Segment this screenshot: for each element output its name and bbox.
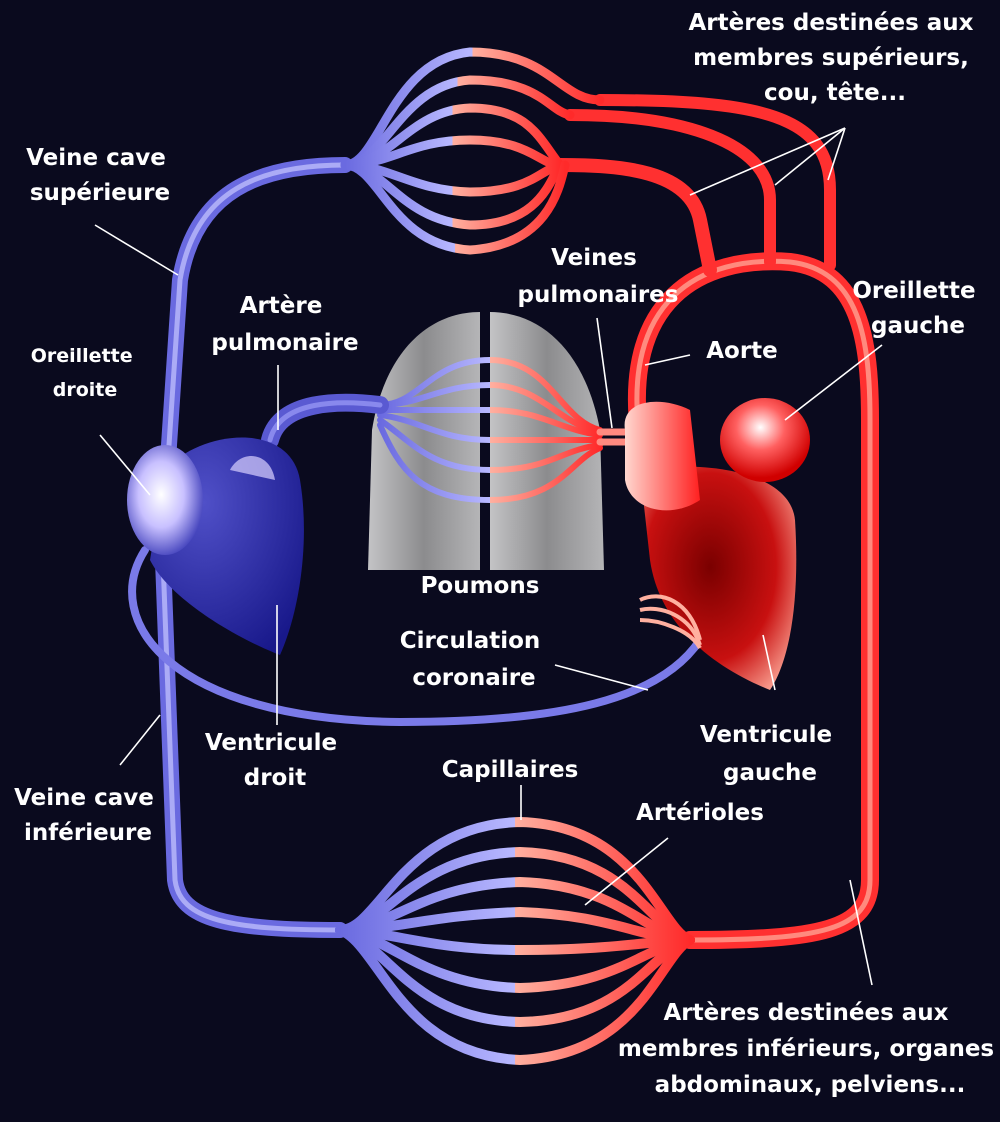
label-aorte: Aorte [706, 338, 778, 364]
label-oreillette-gauche: Oreillette gauche [852, 278, 983, 339]
label-capillaires: Capillaires [442, 757, 579, 783]
label-oreillette-droite: Oreillette droite [31, 345, 140, 401]
label-circulation-coronaire: Circulation coronaire [400, 628, 549, 691]
lungs [368, 312, 604, 570]
label-artere-pulmonaire: Artère pulmonaire [211, 293, 358, 356]
upper-artery-3 [594, 94, 836, 271]
upper-artery-1 [553, 158, 717, 277]
leader-lines [94, 127, 883, 986]
label-arteres-sup: Artères destinées aux membres supérieurs… [688, 10, 981, 106]
label-veine-cave-inf: Veine cave inférieure [14, 785, 162, 846]
heart [127, 398, 810, 690]
labels: Artères destinées aux membres supérieurs… [14, 10, 1000, 1098]
left-ventricle-shape [640, 466, 797, 690]
label-ventricule-droit: Ventricule droit [205, 730, 345, 791]
label-veines-pulmonaires: Veines pulmonaires [518, 245, 679, 308]
label-arterioles: Artérioles [636, 800, 764, 826]
label-ventricule-gauche: Ventricule gauche [700, 722, 840, 786]
pulmonary-artery [261, 393, 389, 449]
right-atrium-shape [127, 445, 203, 555]
left-lung-shape [368, 312, 480, 570]
upper-artery-2 [564, 109, 776, 268]
label-veine-cave-sup: Veine cave supérieure [26, 145, 174, 206]
systemic-vessels [128, 94, 879, 949]
upper-capillary-bed [340, 47, 605, 255]
label-poumons: Poumons [421, 573, 540, 599]
lower-capillary-bed [335, 816, 695, 1066]
aortic-root-shape [624, 401, 700, 511]
label-arteres-inf: Artères destinées aux membres inférieurs… [618, 1000, 1000, 1098]
